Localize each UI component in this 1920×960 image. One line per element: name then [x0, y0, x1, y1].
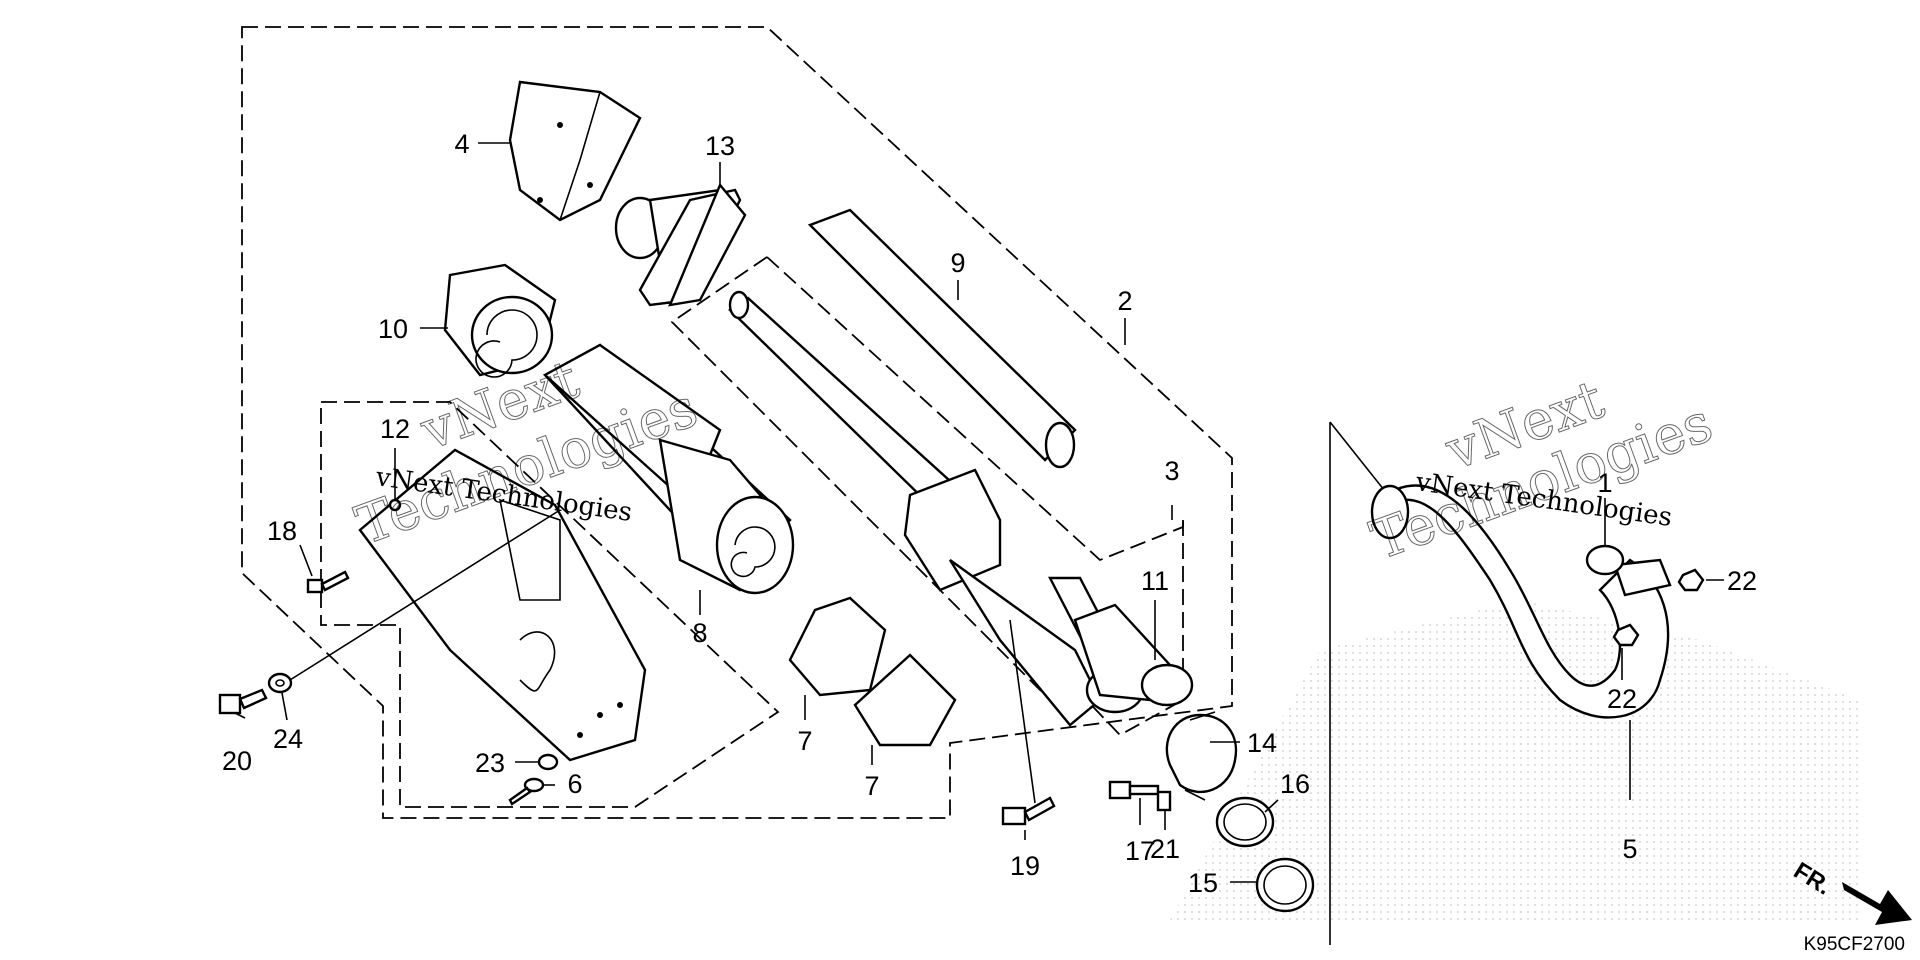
packing-part-10 [443, 263, 557, 378]
washer-part-23 [537, 753, 559, 771]
callout-24: 24 [273, 724, 303, 754]
wrap-part-9 [807, 208, 1077, 469]
callout-6: 6 [567, 769, 582, 799]
washer-part-24 [267, 672, 293, 694]
callout-14: 14 [1247, 728, 1277, 758]
gasket-part-15 [1255, 857, 1315, 913]
bolt-part-17 [1108, 780, 1160, 800]
diagram-code: K95CF2700 [1804, 934, 1905, 955]
joint-pipe-part-11 [1073, 603, 1194, 707]
gasket-part-1 [1585, 544, 1625, 576]
callout-2: 2 [1117, 286, 1132, 316]
clamp-part-14 [1165, 711, 1238, 801]
background-emblem [1170, 600, 1860, 920]
bolt-part-18 [306, 570, 350, 594]
callout-8: 8 [692, 618, 707, 648]
callout-10: 10 [378, 314, 408, 344]
leader-lines [234, 142, 1724, 883]
screw-part-21 [1156, 790, 1172, 812]
callout-19: 19 [1010, 851, 1040, 881]
callout-11: 11 [1141, 566, 1169, 596]
front-arrow-icon [1842, 882, 1912, 925]
outline-heat-guard [320, 401, 780, 808]
callout-22b: 22 [1607, 684, 1637, 714]
callout-5: 5 [1622, 834, 1637, 864]
callout-20: 20 [222, 746, 252, 776]
callout-7b: 7 [864, 771, 879, 801]
inner-pipe-part-3 [728, 290, 1145, 727]
watermark-right: vNext Technologies vNext Technologies [1362, 367, 1720, 573]
heat-guard-part-12 [358, 448, 647, 762]
callout-18: 18 [267, 516, 297, 546]
callout-21: 21 [1150, 834, 1180, 864]
bolt-part-19 [1001, 796, 1056, 826]
callout-13: 13 [705, 131, 735, 161]
muffler-body-part-8 [542, 343, 795, 595]
protector-part-7b [853, 653, 957, 747]
nut-part-22a [1677, 568, 1705, 592]
callout-15: 15 [1188, 868, 1218, 898]
callout-16: 16 [1280, 769, 1310, 799]
protector-part-7a [788, 596, 887, 697]
callout-labels: 1 2 3 4 5 6 7 7 8 9 10 11 12 13 14 15 16… [222, 129, 1757, 898]
callout-12: 12 [380, 414, 410, 444]
callout-3: 3 [1164, 456, 1179, 486]
callout-4: 4 [454, 129, 469, 159]
nut-part-22b [1612, 623, 1640, 647]
callout-22a: 22 [1727, 566, 1757, 596]
callout-9: 9 [950, 248, 965, 278]
callout-23: 23 [475, 748, 505, 778]
outline-muffler-assembly [241, 26, 1233, 819]
exhaust-pipe-part-5 [1370, 484, 1672, 719]
end-cap-part-13 [614, 182, 747, 307]
callout-1: 1 [1597, 468, 1612, 498]
callout-17: 17 [1125, 836, 1155, 866]
gasket-part-16 [1215, 796, 1275, 848]
pin-part-6 [508, 777, 545, 806]
bolt-part-20 [218, 688, 268, 715]
callout-7a: 7 [797, 726, 812, 756]
end-cap-part-4 [508, 80, 642, 222]
